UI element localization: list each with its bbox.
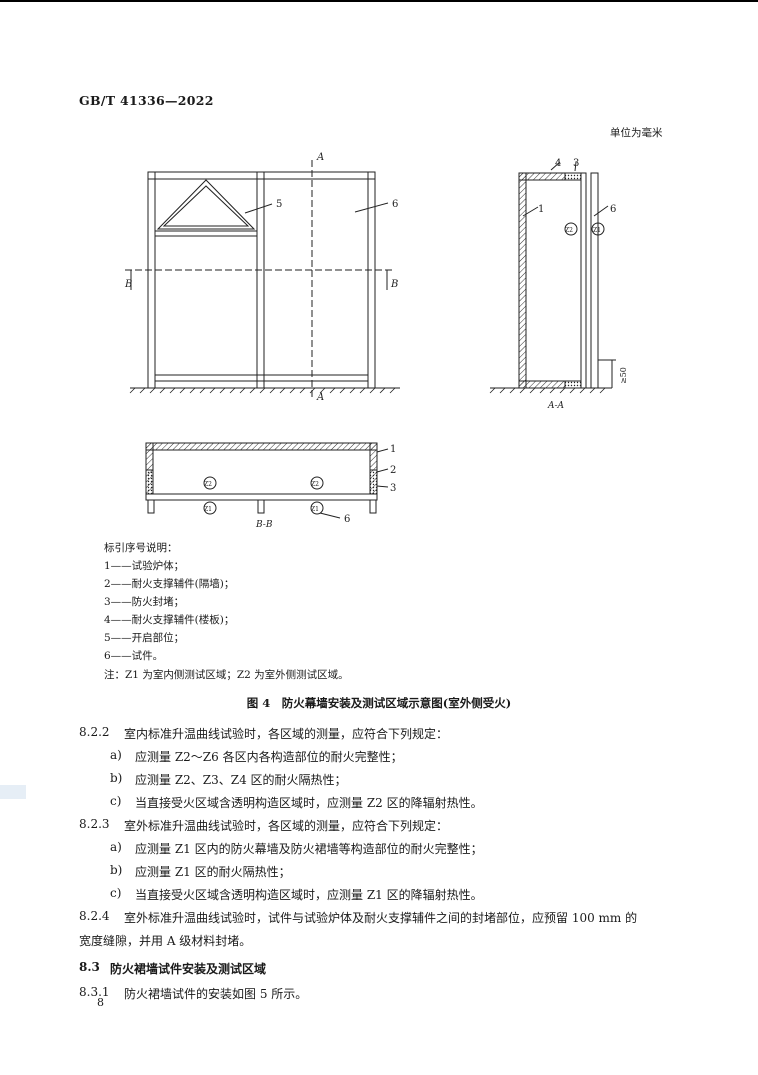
item-label: b) — [110, 771, 123, 785]
legend-item: 5——开启部位； — [104, 632, 185, 644]
clause-number: 8.2.2 — [79, 725, 110, 739]
legend-item: 3——防火封堵； — [104, 596, 185, 608]
clause-text: 防火裙墙试件的安装如图 5 所示。 — [124, 987, 308, 1001]
item-text: 应测量 Z1 区内的防火幕墙及防火裙墙等构造部位的耐火完整性； — [135, 842, 483, 856]
svg-text:3: 3 — [573, 158, 579, 169]
svg-text:6: 6 — [610, 204, 616, 215]
svg-text:Z1: Z1 — [593, 227, 601, 234]
svg-text:2: 2 — [390, 465, 396, 476]
item-label: c) — [110, 886, 122, 900]
svg-text:5: 5 — [276, 199, 282, 210]
clause-number: 8.3.1 — [79, 985, 110, 999]
legend-item: 4——耐火支撑辅件(楼板)； — [104, 614, 235, 626]
svg-text:Z2: Z2 — [565, 227, 573, 234]
figure-note: 注：Z1 为室内侧测试区域；Z2 为室外侧测试区域。 — [104, 669, 349, 681]
clause-number: 8.2.3 — [79, 817, 110, 831]
svg-text:Z2: Z2 — [311, 481, 319, 488]
section-a-a — [489, 161, 616, 394]
item-label: b) — [110, 863, 123, 877]
svg-text:A: A — [316, 152, 324, 163]
legend-item: 1——试验炉体； — [104, 560, 185, 572]
standard-code-header: GB/T 41336—2022 — [79, 93, 214, 108]
clause-continuation: 宽度缝隙，并用 A 级材料封堵。 — [79, 934, 252, 948]
svg-text:6: 6 — [392, 199, 398, 210]
clause-text: 室内标准升温曲线试验时，各区域的测量，应符合下列规定： — [124, 727, 449, 741]
item-text: 应测量 Z2、Z3、Z4 区的耐火隔热性； — [135, 773, 347, 787]
svg-text:4: 4 — [555, 158, 561, 169]
svg-text:1: 1 — [538, 204, 544, 215]
item-label: a) — [110, 840, 122, 854]
legend-item: 2——耐火支撑辅件(隔墙)； — [104, 578, 235, 590]
unit-note: 单位为毫米 — [610, 127, 663, 139]
section-number: 8.3 — [79, 960, 100, 974]
legend-item: 6——试件。 — [104, 650, 164, 662]
item-text: 当直接受火区域含透明构造区域时，应测量 Z1 区的降辐射热性。 — [135, 888, 483, 902]
svg-text:B: B — [390, 279, 398, 290]
svg-text:B: B — [124, 279, 132, 290]
legend-title: 标引序号说明： — [104, 542, 178, 554]
svg-text:1: 1 — [390, 444, 396, 455]
front-elevation-labels: A A B B 5 6 — [124, 152, 398, 403]
section-title: 防火裙墙试件安装及测试区域 — [110, 962, 267, 976]
svg-text:3: 3 — [390, 483, 396, 494]
svg-text:≥50: ≥50 — [619, 367, 628, 384]
page-number: 8 — [97, 996, 104, 1009]
svg-text:Z1: Z1 — [204, 506, 212, 513]
section-b-b-labels: 1 2 3 6 Z2 Z2 Z1 Z1 B-B — [204, 444, 396, 530]
item-label: c) — [110, 794, 122, 808]
svg-text:B-B: B-B — [255, 520, 273, 530]
watermark-tab — [0, 785, 26, 799]
svg-text:6: 6 — [344, 514, 350, 525]
svg-text:A: A — [316, 392, 324, 403]
item-text: 应测量 Z2～Z6 各区内各构造部位的耐火完整性； — [135, 750, 403, 764]
figure-4-drawing: A A B B 5 6 4 3 1 — [124, 152, 628, 530]
clause-text: 室外标准升温曲线试验时，试件与试验炉体及耐火支撑辅件之间的封堵部位，应预留 10… — [124, 911, 638, 925]
svg-text:Z1: Z1 — [311, 506, 319, 513]
item-text: 当直接受火区域含透明构造区域时，应测量 Z2 区的降辐射热性。 — [135, 796, 483, 810]
item-label: a) — [110, 748, 122, 762]
top-border — [0, 0, 758, 2]
ground-ticks-front — [129, 387, 396, 394]
front-elevation — [125, 160, 400, 398]
section-a-a-labels: 4 3 1 6 Z2 Z1 ≥50 A-A — [538, 158, 628, 411]
figure-caption: 图 4 防火幕墙安装及测试区域示意图(室外侧受火) — [246, 696, 512, 710]
section-b-b — [145, 442, 389, 519]
svg-text:A-A: A-A — [547, 401, 565, 411]
item-text: 应测量 Z1 区的耐火隔热性； — [135, 865, 291, 879]
svg-text:Z2: Z2 — [204, 481, 212, 488]
clause-number: 8.2.4 — [79, 909, 110, 923]
clause-text: 室外标准升温曲线试验时，各区域的测量，应符合下列规定： — [124, 819, 449, 833]
